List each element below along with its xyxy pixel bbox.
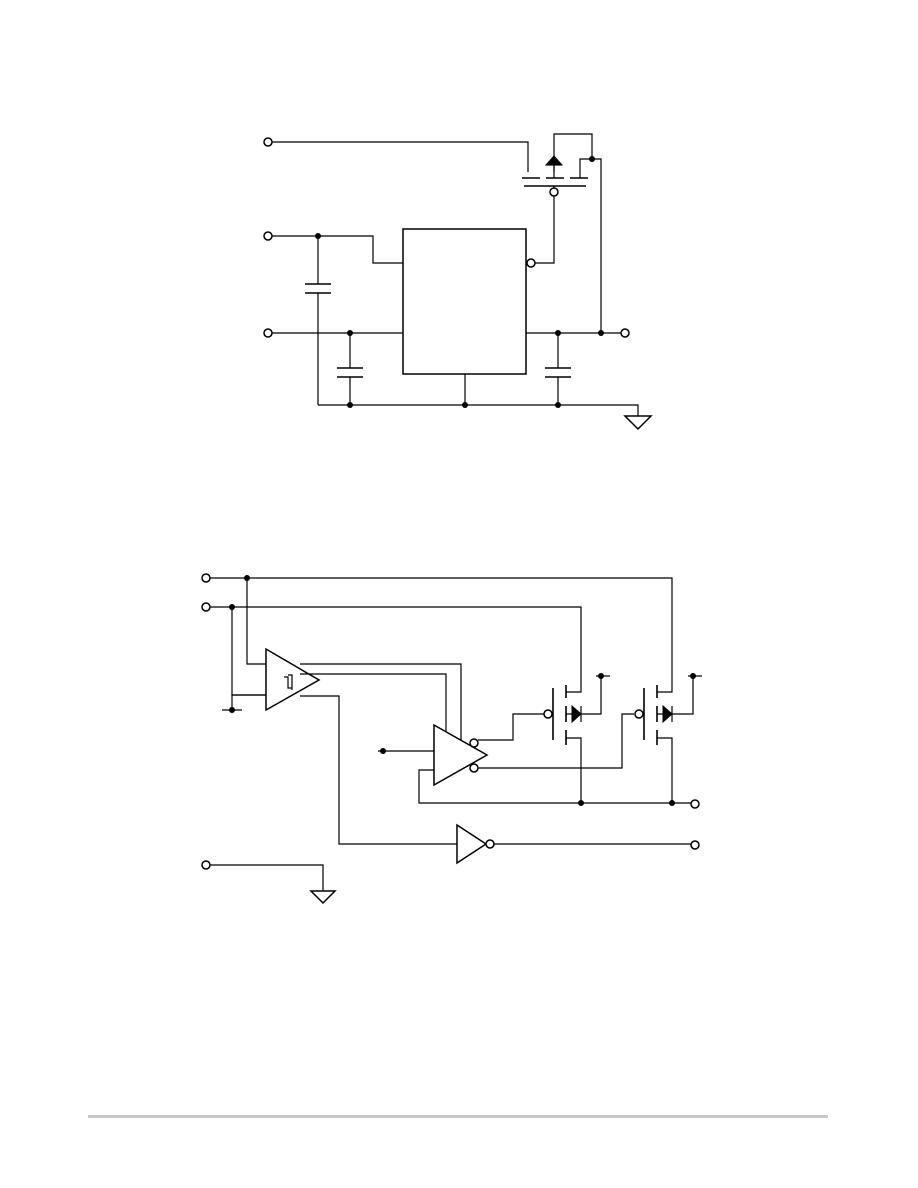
wire-rail-b	[210, 606, 582, 685]
footer-divider	[88, 1115, 828, 1118]
input-terminal-3	[263, 328, 273, 338]
terminal-a	[201, 573, 211, 583]
terminal-b	[201, 602, 211, 612]
body-diode-icon	[571, 704, 582, 724]
controller-ic-block	[402, 228, 527, 375]
terminal-gnd	[201, 860, 211, 870]
input-terminal-2	[263, 231, 273, 241]
gate-bubble	[549, 187, 559, 197]
inverter	[456, 823, 488, 865]
input-terminal-1	[263, 137, 273, 147]
wire-rail-a	[210, 577, 673, 684]
body-diode-icon	[662, 704, 673, 724]
bottom-circuit	[201, 573, 702, 905]
mosfet-1	[543, 673, 610, 803]
output-terminal	[620, 328, 630, 338]
wire-gate	[535, 196, 555, 264]
terminal-out-2	[690, 840, 700, 850]
ground-icon	[623, 415, 653, 431]
body-diode-icon	[544, 155, 564, 166]
gate-driver	[433, 723, 489, 787]
hysteresis-icon	[284, 674, 293, 690]
mosfet-2	[634, 673, 702, 803]
wire-input-2	[272, 235, 403, 264]
wire-vin-to-fet	[272, 141, 529, 172]
ic-output-bubble	[526, 258, 536, 268]
ground-rail	[318, 404, 639, 416]
top-circuit	[263, 133, 653, 431]
terminal-out-1	[690, 799, 700, 809]
pfet-transistor	[522, 133, 602, 333]
ground-icon	[309, 890, 337, 905]
